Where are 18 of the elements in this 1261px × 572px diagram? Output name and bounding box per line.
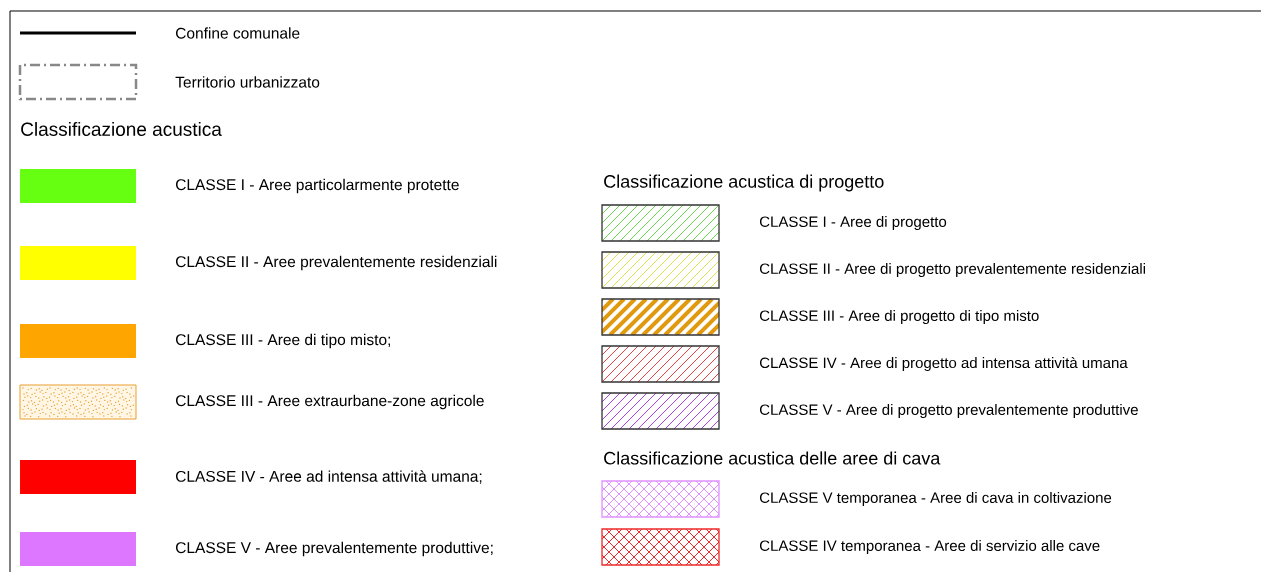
legend-text: CLASSE V temporanea - Aree di cava in coltivazione	[759, 492, 1112, 506]
legend-text: CLASSE II - Aree di progetto prevalentemente residenziali	[759, 263, 1145, 277]
legend-text: CLASSE IV - Aree ad intensa attività umana;	[176, 470, 482, 484]
section-heading: Classificazione acustica	[21, 122, 222, 136]
legend-text: CLASSE I - Aree di progetto	[759, 216, 947, 230]
legend-text: Territorio urbanizzato	[175, 76, 320, 88]
section-heading: Classificazione acustica di progetto	[604, 174, 884, 192]
legend-text: CLASSE I - Aree particolarmente protette	[176, 178, 459, 194]
legend-text: CLASSE III - Aree extraurbane-zone agricole	[176, 394, 484, 410]
legend-text: Confine comunale	[176, 27, 300, 39]
legend-text: CLASSE II - Aree prevalentemente residenziali	[176, 255, 497, 271]
legend-text: CLASSE III - Aree di tipo misto;	[176, 333, 390, 349]
legend-text: CLASSE V - Aree di progetto prevalentemente produttive	[759, 404, 1138, 418]
legend-text: CLASSE V - Aree prevalentemente produttive;	[176, 541, 493, 557]
legend-text: CLASSE IV temporanea - Aree di servizio alle cave	[759, 540, 1100, 554]
legend-text: CLASSE IV - Aree di progetto ad intensa attività umana	[759, 356, 1128, 372]
section-heading: Classificazione acustica delle aree di cava	[604, 451, 941, 465]
legend-text: CLASSE III - Aree di progetto di tipo misto	[759, 310, 1039, 324]
